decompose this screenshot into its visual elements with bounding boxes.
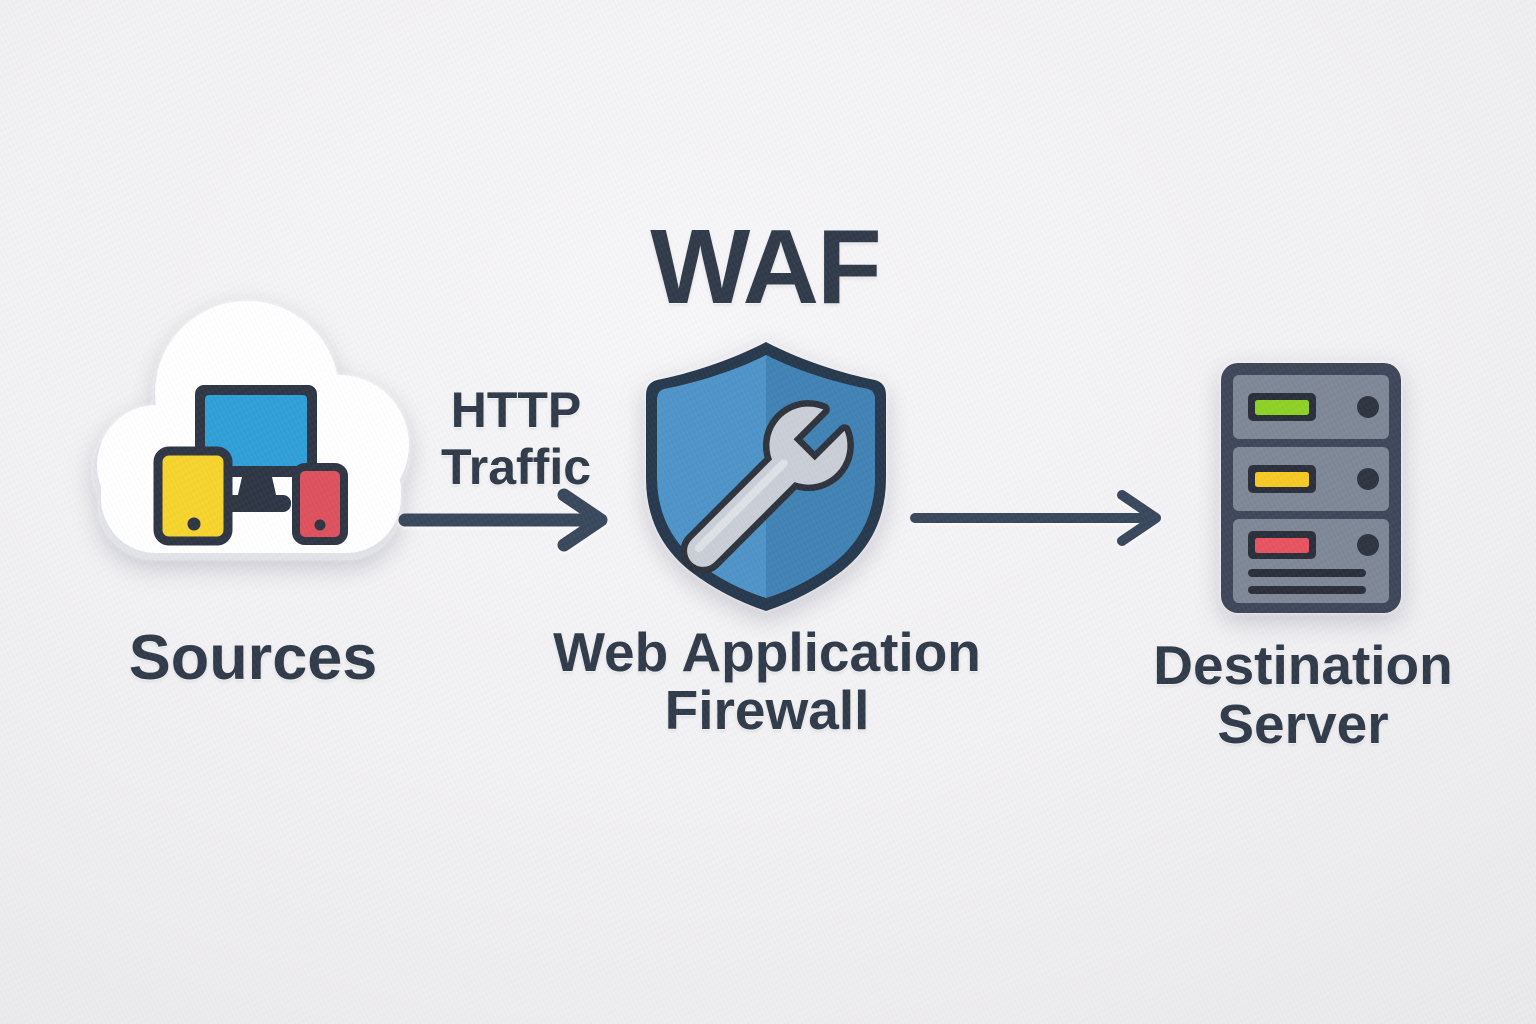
http-traffic-label: HTTP Traffic: [396, 382, 636, 496]
server-port-2: [1357, 468, 1379, 490]
waf-caption-line2: Firewall: [664, 679, 870, 741]
server-port-1: [1357, 396, 1379, 418]
phone-icon: [292, 463, 348, 545]
led-green: [1248, 393, 1316, 421]
http-traffic-line1: HTTP: [450, 382, 582, 438]
led-red: [1248, 531, 1316, 559]
server-icon: [1221, 363, 1401, 613]
server-port-3: [1357, 534, 1379, 556]
arrow-waf-to-destination-icon: [910, 490, 1161, 546]
wrench-icon: [680, 400, 854, 574]
wrench-highlight: [694, 459, 788, 553]
shield-wrench-icon: [646, 342, 886, 611]
destination-label: Destination Server: [1108, 636, 1498, 754]
cloud-devices-icon: [93, 301, 409, 559]
destination-line2: Server: [1217, 693, 1389, 755]
tablet-icon: [153, 446, 233, 546]
led-yellow: [1248, 465, 1316, 493]
waf-caption-line1: Web Application: [553, 621, 981, 683]
sources-label: Sources: [128, 623, 378, 693]
arrow-sources-to-waf-icon: [398, 488, 608, 552]
waf-title: WAF: [650, 208, 882, 326]
destination-line1: Destination: [1153, 634, 1453, 696]
waf-caption: Web Application Firewall: [528, 623, 1006, 739]
server-vent-line-2: [1248, 586, 1366, 594]
http-traffic-line2: Traffic: [440, 439, 592, 495]
server-vent-line-1: [1248, 569, 1366, 577]
